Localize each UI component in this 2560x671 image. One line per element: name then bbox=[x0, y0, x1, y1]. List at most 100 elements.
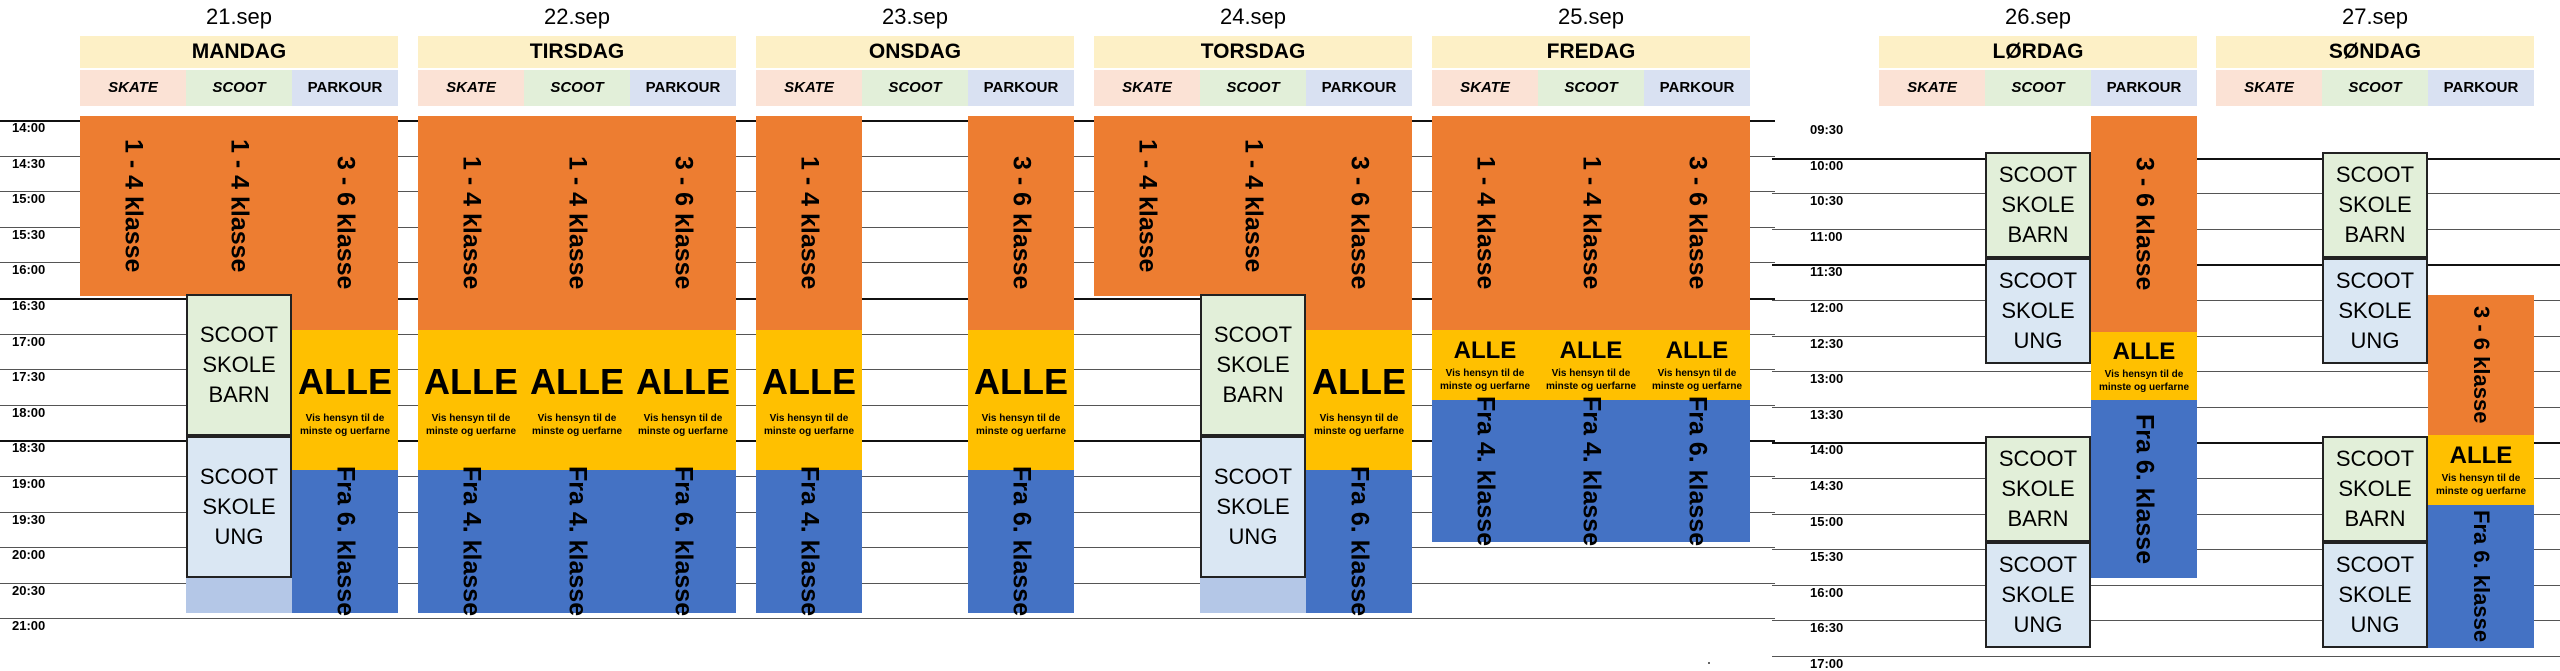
sub-header-parkour: PARKOUR bbox=[1306, 70, 1412, 106]
sub-header-skate: SKATE bbox=[1094, 70, 1200, 106]
scoot-skole-box: SCOOT SKOLE BARN bbox=[2322, 152, 2428, 258]
day-name: TORSDAG bbox=[1094, 36, 1412, 68]
time-label: 12:30 bbox=[1810, 335, 1844, 351]
scoot-line: SCOOT bbox=[2335, 446, 2415, 471]
activity-label: 3 - 6 klasse bbox=[1345, 156, 1374, 290]
activity-block: Fra 6. klasse bbox=[630, 466, 736, 617]
grid-line bbox=[0, 476, 1775, 477]
activity-label: 1 - 4 klasse bbox=[457, 156, 486, 290]
activity-label: Fra 6. klasse bbox=[2469, 510, 2494, 643]
time-label: 14:30 bbox=[1810, 478, 1844, 493]
grid-line bbox=[0, 333, 1775, 335]
alle-note-line: Vis hensyn til de bbox=[2441, 473, 2521, 484]
activity-label: Fra 4. klasse bbox=[1577, 395, 1606, 547]
alle-note-line: minste og uerfarne bbox=[1545, 381, 1637, 392]
grid-line bbox=[0, 404, 1775, 406]
alle-note-line: Vis hensyn til de bbox=[1657, 368, 1737, 379]
sub-header-parkour: PARKOUR bbox=[968, 70, 1074, 106]
time-label: 09:30 bbox=[1810, 122, 1844, 137]
activity-label: 3 - 6 klasse bbox=[669, 156, 698, 290]
sub-header-skate: SKATE bbox=[756, 70, 862, 106]
alle-note-line: minste og uerfarne bbox=[1313, 426, 1405, 437]
group-line: BARN bbox=[2344, 222, 2406, 247]
skole-line: SKOLE bbox=[2001, 298, 2075, 323]
day-date: 21.sep bbox=[205, 4, 273, 29]
group-line: UNG bbox=[2013, 612, 2063, 637]
skole-line: SKOLE bbox=[2338, 192, 2412, 217]
alle-note-line: Vis hensyn til de bbox=[305, 413, 385, 424]
alle-note-line: minste og uerfarne bbox=[637, 426, 729, 437]
day-name: SØNDAG bbox=[2216, 36, 2534, 68]
alle-note-line: minste og uerfarne bbox=[2435, 486, 2527, 497]
activity-block: 3 - 6 klasse bbox=[2091, 116, 2197, 332]
time-label: 13:30 bbox=[1810, 406, 1844, 422]
scoot-line: SCOOT bbox=[2335, 162, 2415, 187]
activity-label: 3 - 6 klasse bbox=[2130, 157, 2159, 291]
time-label: 17:00 bbox=[12, 333, 46, 349]
alle-note: Vis hensyn til de minste og uerfarne bbox=[2436, 472, 2526, 498]
alle-note-line: minste og uerfarne bbox=[425, 426, 517, 437]
activity-label: Fra 4. klasse bbox=[563, 466, 592, 617]
activity-label: 1 - 4 klasse bbox=[119, 139, 148, 273]
time-label: 16:30 bbox=[12, 298, 46, 313]
day-date: 25.sep bbox=[1557, 4, 1625, 29]
time-label: 18:00 bbox=[12, 404, 46, 420]
scoot-line: SCOOT bbox=[199, 464, 279, 489]
time-label: 15:30 bbox=[12, 226, 46, 242]
alle-label: ALLE bbox=[1453, 337, 1517, 364]
grid-line bbox=[0, 298, 1775, 300]
activity-block: Fra 6. klasse bbox=[292, 466, 398, 617]
alle-label: ALLE bbox=[974, 361, 1068, 402]
skole-line: SKOLE bbox=[202, 352, 276, 377]
activity-block: 1 - 4 klasse bbox=[1200, 116, 1306, 296]
activity-label: 3 - 6 klasse bbox=[1683, 156, 1712, 290]
time-label: 19:00 bbox=[12, 476, 46, 491]
sub-header-scoot: SCOOT bbox=[1985, 70, 2091, 106]
alle-note-line: Vis hensyn til de bbox=[431, 413, 511, 424]
activity-block: 3 - 6 klasse bbox=[968, 116, 1074, 330]
skole-line: SKOLE bbox=[2001, 192, 2075, 217]
activity-block: Fra 4. klasse bbox=[418, 466, 524, 617]
grid-line bbox=[0, 547, 1775, 549]
alle-label: ALLE bbox=[1665, 337, 1729, 364]
alle-label: ALLE bbox=[298, 361, 392, 402]
grid-line bbox=[0, 369, 1775, 371]
sub-header-skate: SKATE bbox=[1879, 70, 1985, 106]
activity-label: Fra 6. klasse bbox=[331, 466, 360, 617]
day-name: MANDAG bbox=[80, 36, 398, 68]
sub-header-parkour: PARKOUR bbox=[630, 70, 736, 106]
activity-block: 1 - 4 klasse bbox=[756, 116, 862, 330]
time-label: 14:00 bbox=[1810, 442, 1844, 458]
activity-block: 1 - 4 klasse bbox=[418, 116, 524, 330]
group-line: UNG bbox=[2350, 612, 2400, 637]
time-label: 18:30 bbox=[12, 440, 46, 456]
time-label: 19:30 bbox=[12, 511, 46, 527]
day-date: 23.sep bbox=[881, 4, 949, 29]
sub-header-parkour: PARKOUR bbox=[2091, 70, 2197, 106]
skole-line: SKOLE bbox=[202, 494, 276, 519]
activity-block: Fra 6. klasse bbox=[1306, 466, 1412, 617]
time-label: 16:00 bbox=[1810, 584, 1844, 600]
grid-line bbox=[1772, 584, 2560, 586]
activity-label: 3 - 6 klasse bbox=[1007, 156, 1036, 290]
alle-label: ALLE bbox=[1559, 337, 1623, 364]
activity-label: Fra 6. klasse bbox=[669, 466, 698, 617]
grid-line bbox=[1772, 620, 2560, 622]
alle-note-line: Vis hensyn til de bbox=[769, 413, 849, 424]
grid-line bbox=[0, 440, 1775, 443]
activity-block: Fra 4. klasse bbox=[1432, 396, 1538, 546]
activity-block: Fra 4. klasse bbox=[524, 466, 630, 617]
group-line: UNG bbox=[2350, 328, 2400, 353]
activity-block: Fra 6. klasse bbox=[2428, 505, 2534, 648]
activity-block: 1 - 4 klasse bbox=[1432, 116, 1538, 330]
